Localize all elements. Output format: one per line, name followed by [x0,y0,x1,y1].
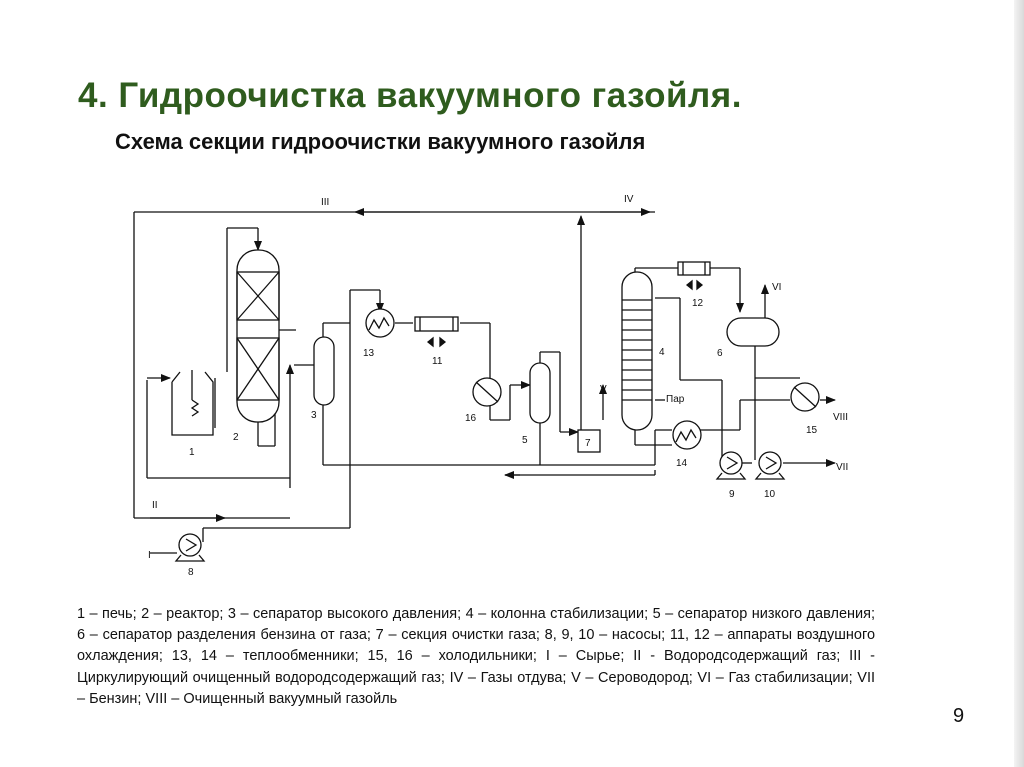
page-number: 9 [953,705,965,727]
label-stream-VI: VI [772,282,781,293]
label-stream-V: V [600,384,607,395]
label-stream-II: II [152,500,158,511]
pump-10 [754,451,786,480]
legend-line-equipment: 1 – печь; 2 – реактор; 3 – сепаратор выс… [77,606,875,644]
label-equipment-13: 13 [363,348,375,359]
label-equipment-2: 2 [233,432,239,443]
label-equipment-1: 1 [189,447,195,458]
separator-6 [726,317,780,347]
label-equipment-6: 6 [717,348,723,359]
label-equipment-12: 12 [692,298,704,309]
label-equipment-7: 7 [585,438,591,449]
diagram-labels: III IV II I V VI VII VIII Пар 1 2 3 4 5 … [148,194,848,578]
heat-exchanger-13 [365,308,395,338]
label-stream-IV: IV [624,194,634,205]
cooler-15 [790,382,820,412]
label-stream-III: III [321,197,329,208]
label-equipment-9: 9 [729,489,735,500]
reactor-2 [236,249,280,423]
slide-subtitle: Схема секции гидроочистки вакуумного газ… [115,129,646,154]
equipment [171,249,820,562]
air-cooler-12 [677,261,711,291]
label-equipment-16: 16 [465,413,477,424]
pump-8 [174,533,206,562]
label-equipment-11: 11 [432,356,443,367]
gas-treatment-7 [577,429,601,453]
cooler-16 [472,377,502,407]
slide-title: 4. Гидроочистка вакуумного газойля. [78,76,742,115]
label-equipment-8: 8 [188,567,194,578]
label-equipment-4: 4 [659,347,665,358]
label-steam: Пар [666,394,685,405]
pipelines [133,208,836,554]
label-equipment-14: 14 [676,458,688,469]
label-equipment-15: 15 [806,425,818,436]
separator-5 [529,362,551,424]
label-stream-I: I [148,550,151,561]
heat-exchanger-14 [672,420,702,450]
process-flow-diagram: III IV II I V VI VII VIII Пар 1 2 3 4 5 … [133,194,848,578]
air-cooler-11 [414,316,459,348]
furnace-1 [171,371,214,436]
label-stream-VII: VII [836,462,848,473]
slide-edge-shadow [1014,0,1024,767]
label-equipment-10: 10 [764,489,776,500]
label-stream-VIII: VIII [833,412,848,423]
legend-line-coolers: 11, 12 – аппараты воздушного охлаждения;… [77,627,876,665]
legend-line-streams: I – Сырье; II - Водородсодержащий газ; I… [77,648,875,707]
label-equipment-5: 5 [522,435,528,446]
separator-3 [313,336,335,406]
label-equipment-3: 3 [311,410,317,421]
column-4 [621,271,653,431]
pump-9 [715,451,747,480]
legend-text: 1 – печь; 2 – реактор; 3 – сепаратор выс… [77,604,875,710]
